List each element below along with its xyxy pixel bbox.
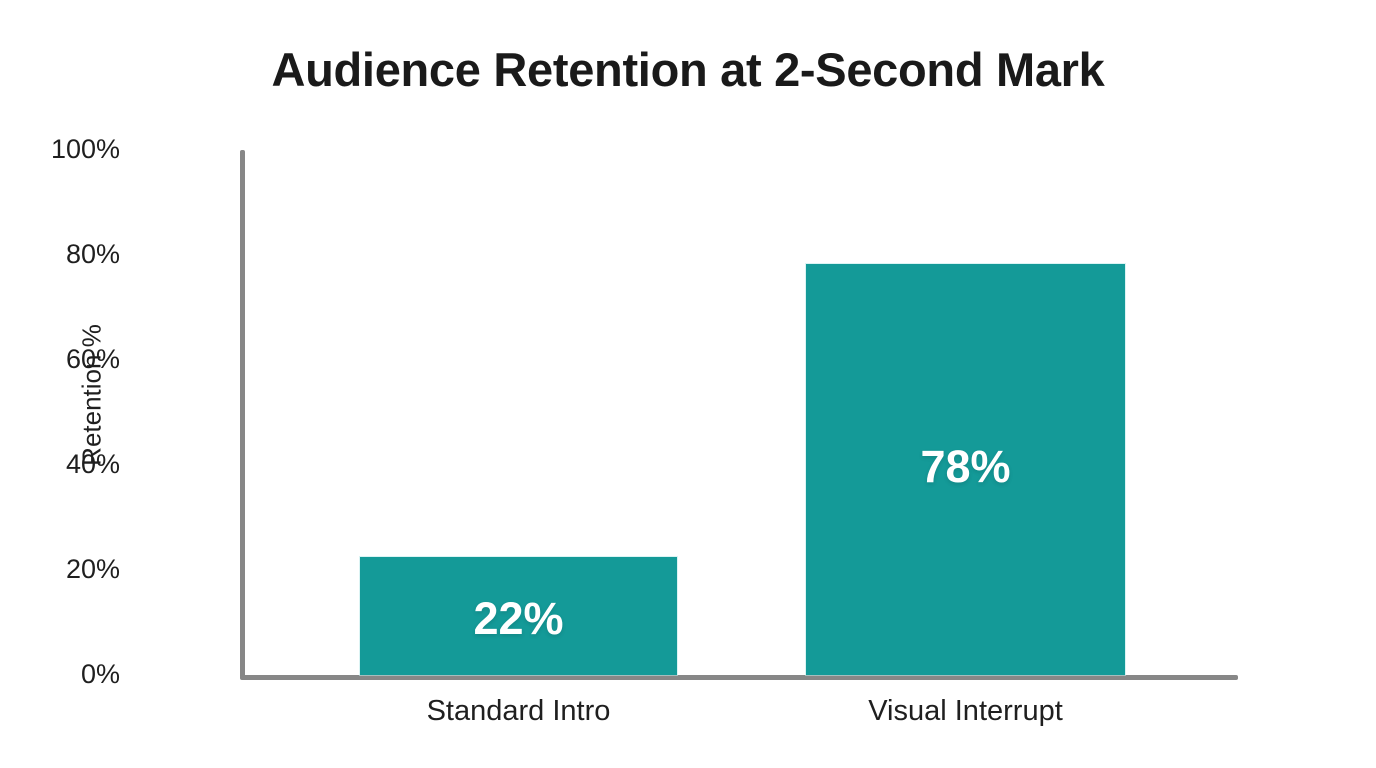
y-tick-label-0: 0% (80, 659, 120, 689)
y-tick-label-100: 100% (50, 134, 120, 164)
bar-standard-intro[interactable]: 22% (360, 557, 677, 675)
y-axis-line (240, 150, 245, 678)
x-tick-label-visual-interrupt: Visual Interrupt (868, 695, 1063, 727)
plot-area: 22% 78% Standard Intro Visual Interrupt (240, 150, 1238, 727)
x-tick-label-standard-intro: Standard Intro (426, 695, 611, 727)
y-tick-label-40: 40% (65, 449, 120, 479)
y-tick-label-60: 60% (65, 344, 120, 374)
bar-value-label-visual-interrupt: 78% (920, 441, 1011, 492)
bar-visual-interrupt[interactable]: 78% (806, 264, 1125, 675)
chart-title: Audience Retention at 2-Second Mark (271, 43, 1105, 96)
y-tick-label-20: 20% (65, 554, 120, 584)
bar-value-label-standard-intro: 22% (473, 593, 564, 644)
x-axis-line (240, 675, 1238, 680)
y-tick-label-80: 80% (65, 239, 120, 269)
y-axis-title-container: Retention % (72, 270, 112, 520)
